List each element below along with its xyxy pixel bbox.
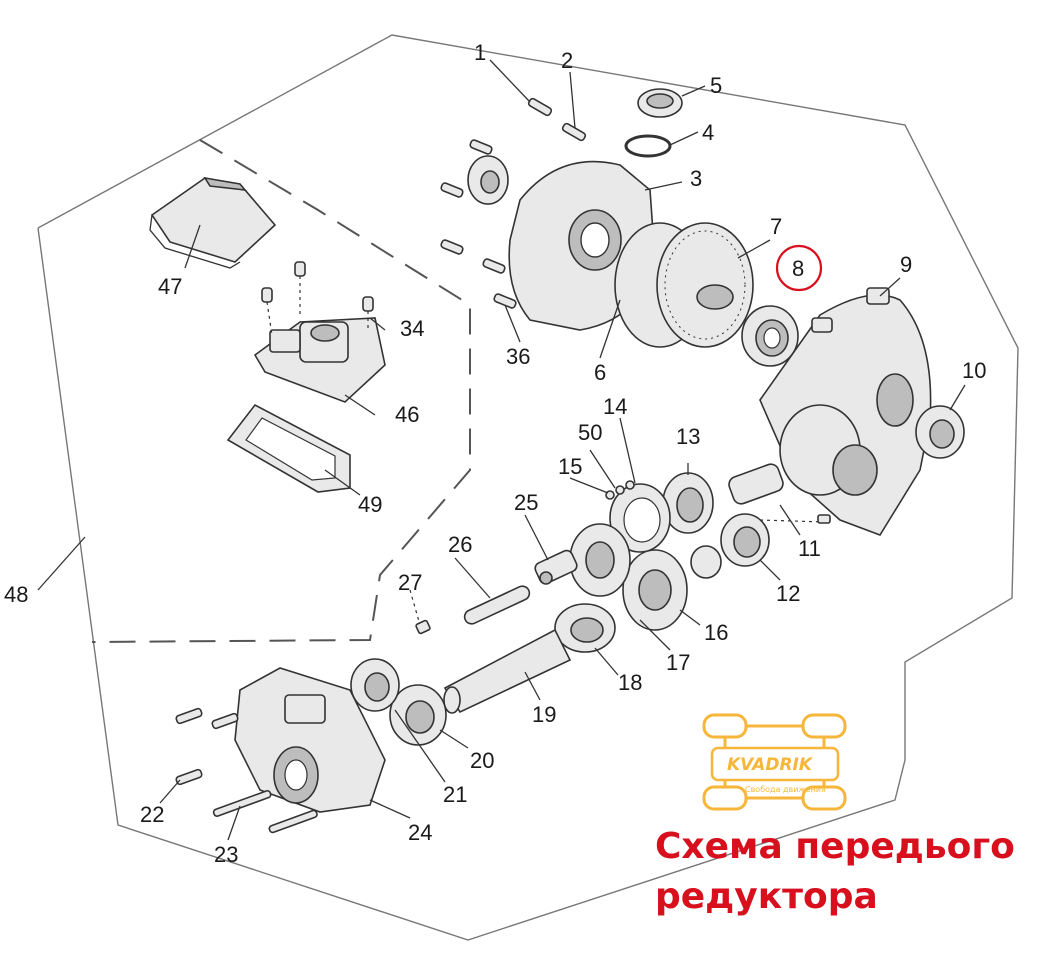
label-part-18: 18 xyxy=(618,670,642,695)
label-part-17: 17 xyxy=(666,650,690,675)
label-part-4: 4 xyxy=(702,120,714,145)
part-11-pinion xyxy=(728,463,831,524)
label-part-34: 34 xyxy=(400,316,424,341)
label-part-26: 26 xyxy=(448,532,472,557)
logo-tagline: Свобода движения xyxy=(745,785,826,794)
label-part-21: 21 xyxy=(443,782,467,807)
label-part-48: 48 xyxy=(4,582,28,607)
label-part-36: 36 xyxy=(506,344,530,369)
label-part-49: 49 xyxy=(358,492,382,517)
label-part-14: 14 xyxy=(603,394,627,419)
label-part-47: 47 xyxy=(158,274,182,299)
part-20-bearing xyxy=(389,684,447,746)
part-49-gasket xyxy=(226,403,351,493)
label-part-9: 9 xyxy=(900,252,912,277)
part-25-fork xyxy=(534,549,578,585)
label-part-23: 23 xyxy=(214,842,238,867)
diagram-caption: Схема передього редуктора xyxy=(655,822,1015,922)
part-14-retainer xyxy=(605,480,671,553)
part-23-studs xyxy=(212,789,318,834)
kvadrik-logo: KVADRIK Свобода движения xyxy=(702,713,847,811)
part-12-bearing xyxy=(690,513,770,579)
label-part-5: 5 xyxy=(710,73,722,98)
part-21-bearing xyxy=(350,658,400,712)
part-16-gear xyxy=(622,549,688,631)
part-labels: 1 2 3 4 5 6 7 8 9 10 11 12 13 14 15 16 1… xyxy=(4,40,986,867)
part-1-2-bolts xyxy=(527,97,587,142)
part-8-bearing xyxy=(741,305,799,367)
part-34-bolts xyxy=(261,261,374,336)
subassembly-boundary xyxy=(91,139,471,643)
label-part-8: 8 xyxy=(792,256,804,281)
label-part-16: 16 xyxy=(704,620,728,645)
label-part-20: 20 xyxy=(470,748,494,773)
label-part-13: 13 xyxy=(676,424,700,449)
label-part-10: 10 xyxy=(962,358,986,383)
part-6-7-ring-gear xyxy=(614,222,754,348)
part-18-hub xyxy=(554,603,616,653)
label-part-19: 19 xyxy=(532,702,556,727)
label-part-1: 1 xyxy=(474,40,486,65)
logo-brand: KVADRIK xyxy=(727,755,814,775)
part-10-bearing xyxy=(915,405,965,459)
label-part-2: 2 xyxy=(561,48,573,73)
label-part-24: 24 xyxy=(408,820,432,845)
part-17-gear xyxy=(569,523,631,597)
part-5-cap xyxy=(637,88,683,118)
label-part-25: 25 xyxy=(514,490,538,515)
label-part-27: 27 xyxy=(398,570,422,595)
label-part-3: 3 xyxy=(690,166,702,191)
label-part-50: 50 xyxy=(578,420,602,445)
part-24-housing xyxy=(234,667,386,813)
part-27-pin xyxy=(409,589,431,635)
caption-line-2: редуктора xyxy=(655,876,878,917)
part-26-pin xyxy=(463,585,531,625)
part-13-bearing xyxy=(662,472,714,534)
label-part-46: 46 xyxy=(395,402,419,427)
label-part-22: 22 xyxy=(140,802,164,827)
label-part-11: 11 xyxy=(798,536,821,561)
label-part-15: 15 xyxy=(558,454,582,479)
part-22-bolts xyxy=(175,707,239,786)
part-19-shaft xyxy=(443,628,572,714)
part-36-bolts xyxy=(440,139,517,309)
label-part-7: 7 xyxy=(770,214,782,239)
label-part-6: 6 xyxy=(594,360,606,385)
part-46-housing xyxy=(253,317,386,403)
part-4-oring xyxy=(624,134,672,158)
label-part-12: 12 xyxy=(776,581,800,606)
diagram-boundary xyxy=(37,34,1019,941)
caption-line-1: Схема передього xyxy=(655,826,1015,867)
part-47-cover xyxy=(149,176,277,269)
part-9-housing xyxy=(759,287,932,536)
highlight-circle xyxy=(775,244,823,292)
leader-lines xyxy=(37,59,966,841)
